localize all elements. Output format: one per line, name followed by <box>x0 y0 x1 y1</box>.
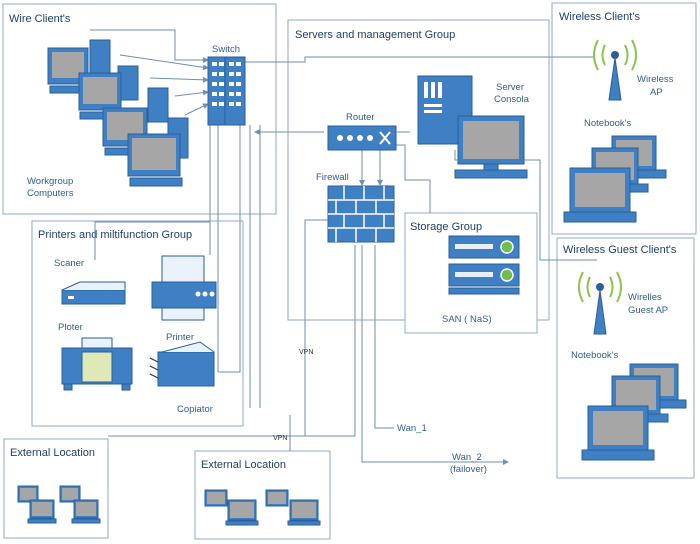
wan1-label: Wan_1 <box>397 423 427 434</box>
failover-label: (failover) <box>450 464 487 475</box>
guest-ap-label-2: Guest AP <box>628 305 668 316</box>
copier-icon <box>149 341 215 387</box>
san-storage-icon <box>448 235 520 295</box>
computers-label: Computers <box>27 188 74 199</box>
console-monitor-icon <box>454 115 528 179</box>
notebook-guest-3 <box>581 405 655 461</box>
external-2-computers <box>204 489 321 526</box>
plotter-icon <box>61 337 133 391</box>
storage-title: Storage Group <box>410 221 482 233</box>
external-1-computers <box>17 485 101 524</box>
workstation-2 <box>78 65 139 120</box>
wireless-ap-label-1: Wireless <box>637 74 674 85</box>
printers-title: Printers and miltifunction Group <box>38 229 192 241</box>
scaner-label: Scaner <box>54 258 84 269</box>
scanner-icon <box>61 281 126 305</box>
firewall-label: Firewall <box>316 172 349 183</box>
vpn-label-horizontal: VPN <box>273 435 287 442</box>
ploter-label: Ploter <box>58 322 83 333</box>
san-label: SAN ( NaS) <box>442 314 492 325</box>
router-icon <box>327 125 397 151</box>
servers-title: Servers and management Group <box>295 29 455 41</box>
external-location-2-title: External Location <box>201 459 286 471</box>
consola-label: Consola <box>494 94 530 105</box>
wireless-ap-icon <box>593 39 637 101</box>
vpn-label-vertical: VPN <box>299 349 313 356</box>
router-label: Router <box>346 112 375 123</box>
wan2-label: Wan_2 <box>452 452 482 463</box>
wireless-ap-label-2: AP <box>650 87 663 98</box>
server-label: Server <box>496 82 524 93</box>
connection-lines <box>90 29 597 465</box>
notebooks-label: Notebook's <box>584 118 631 129</box>
copiator-label: Copiator <box>177 404 213 415</box>
switch-icon <box>207 56 246 126</box>
printer-icon <box>151 255 217 321</box>
workgroup-label: Workgroup <box>27 176 73 187</box>
switch-label: Switch <box>212 44 240 55</box>
notebook-wireless-3 <box>563 167 637 223</box>
guest-ap-icon <box>578 271 622 335</box>
external-location-1-title: External Location <box>10 447 95 459</box>
wireless-guest-title: Wireless Guest Client's <box>563 244 677 256</box>
guest-ap-label-1: Wirelles <box>628 292 662 303</box>
workstation-1 <box>47 39 111 94</box>
printers-group-box <box>31 220 244 427</box>
wire-clients-title: Wire Client's <box>9 13 71 25</box>
notebooks-guest-label: Notebook's <box>571 350 618 361</box>
wireless-clients-title: Wireless Client's <box>559 11 640 23</box>
firewall-icon <box>327 185 395 243</box>
printer-label: Printer <box>166 332 194 343</box>
workstation-4 <box>127 117 189 187</box>
